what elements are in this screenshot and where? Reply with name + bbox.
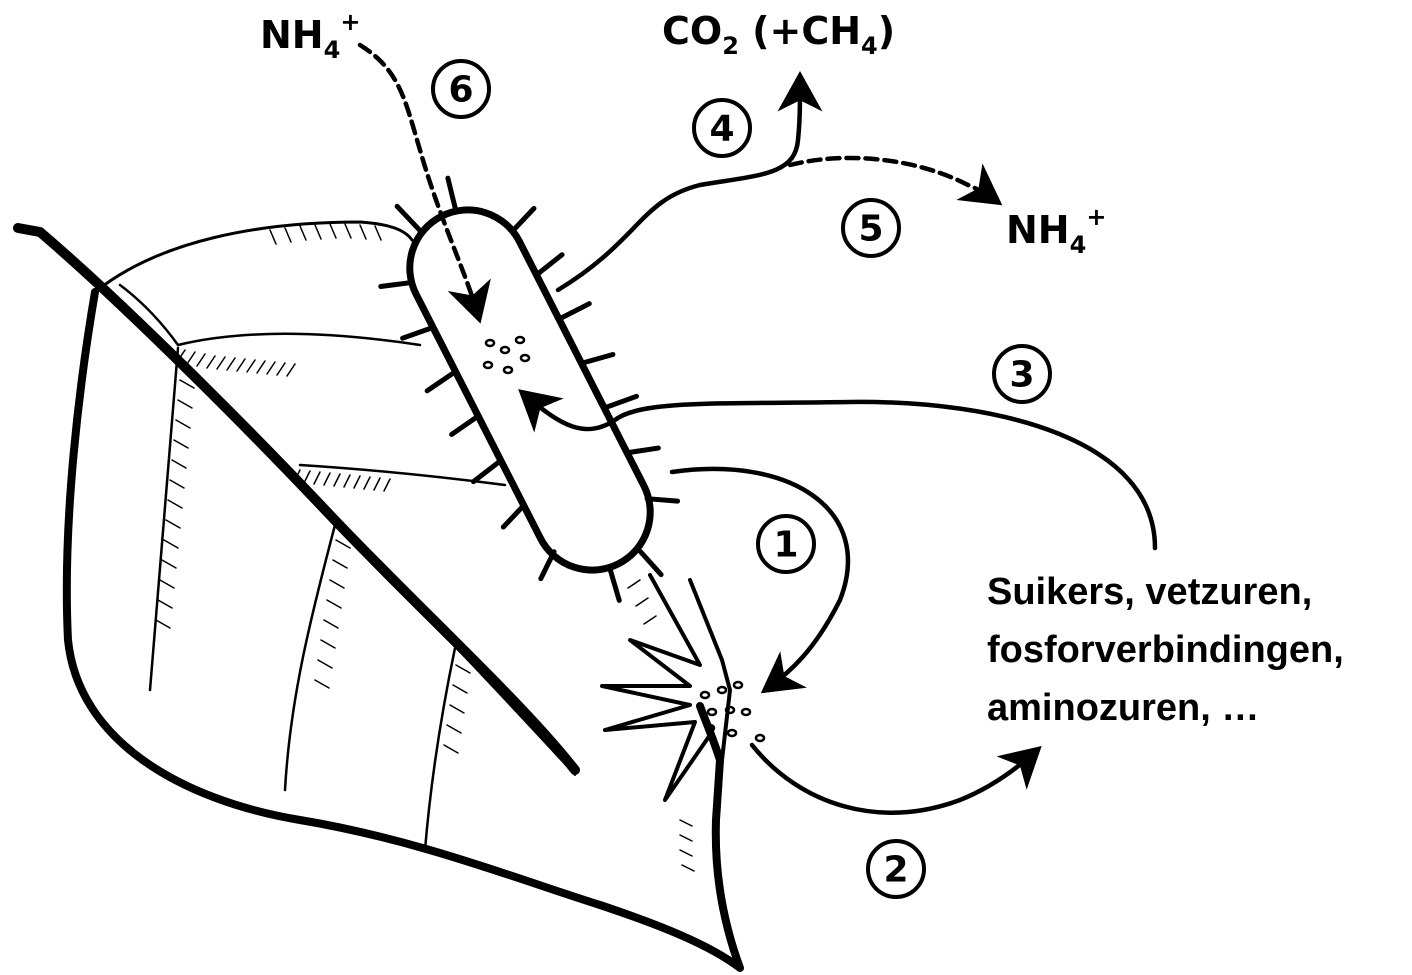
bacterium [345,147,715,635]
compounds-line-1: Suikers, vetzuren, [987,571,1312,613]
svg-text:5: 5 [858,209,883,250]
svg-text:4: 4 [709,109,734,150]
leaf-outline [67,292,740,968]
released-compounds-dots [701,682,764,741]
label-co2-ch4: CO2 (+CH4) [662,9,895,60]
svg-text:3: 3 [1009,355,1034,396]
svg-text:2: 2 [883,850,908,891]
step-marker-3: 3 [994,346,1050,402]
compounds-line-2: fosforverbindingen, [987,629,1344,671]
step-marker-2: 2 [868,841,924,897]
arrow-step-2 [752,745,1035,813]
leaf [18,222,740,968]
compounds-line-3: aminozuren, … [987,687,1259,729]
compounds-label: Suikers, vetzuren, fosforverbindingen, a… [987,571,1344,729]
label-nh4-out: NH4+ [1006,203,1106,259]
leaf-torn-edge [602,575,730,800]
arrow-step-1 [672,469,848,688]
label-nh4-in: NH4+ [260,8,360,64]
arrow-step-5 [790,158,995,200]
step-marker-1: 1 [758,516,814,572]
svg-text:1: 1 [773,525,798,566]
arrow-step-4 [558,80,800,290]
leaf-vein [178,334,420,345]
leaf-top-edge [95,222,412,292]
step-marker-5: 5 [843,200,899,256]
svg-text:6: 6 [448,70,473,111]
step-marker-4: 4 [694,100,750,156]
leaf-vein [150,348,178,690]
leaf-vein [285,525,335,790]
step-marker-6: 6 [433,61,489,117]
